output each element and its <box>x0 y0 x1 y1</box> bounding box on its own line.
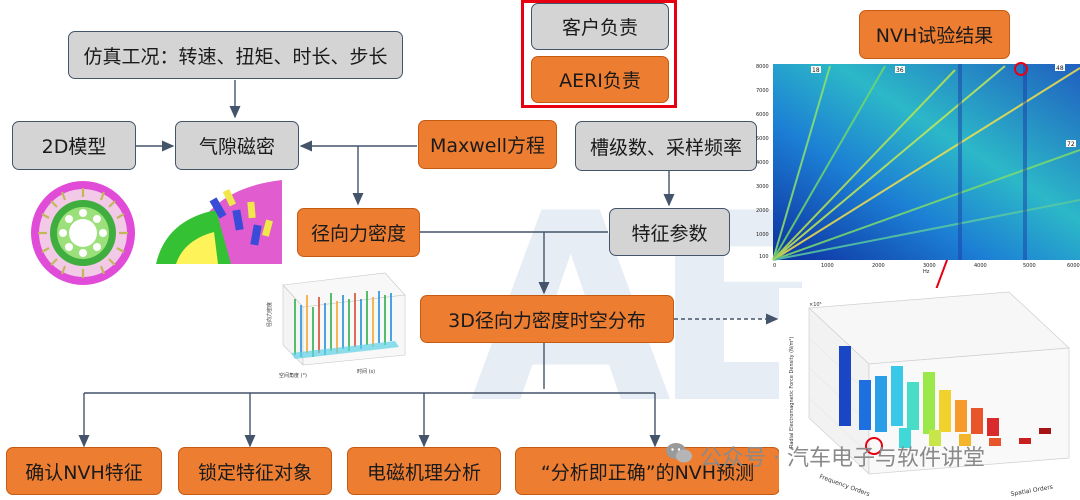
order-label-72: 72 <box>1067 141 1075 148</box>
box-em-analysis: 电磁机理分析 <box>347 447 501 495</box>
legend-customer: 客户负责 <box>531 3 669 50</box>
bar3d-exponent: ×10⁵ <box>809 302 822 308</box>
svg-text:8000: 8000 <box>756 64 769 70</box>
svg-text:100: 100 <box>759 254 769 260</box>
wechat-icon <box>666 443 692 463</box>
svg-text:1000: 1000 <box>821 263 834 269</box>
order-label-36: 36 <box>896 67 904 74</box>
svg-text:4000: 4000 <box>756 160 769 166</box>
svg-text:5000: 5000 <box>1023 263 1036 269</box>
spectrogram-x-unit: Hz <box>923 269 930 275</box>
motor-cross-section-image <box>31 181 135 285</box>
svg-text:3000: 3000 <box>923 263 936 269</box>
box-sim-conditions: 仿真工况：转速、扭矩、时长、步长 <box>68 31 403 79</box>
box-feature-params: 特征参数 <box>609 208 730 256</box>
legend-aeri: AERI负责 <box>531 56 669 103</box>
svg-text:1000: 1000 <box>756 232 769 238</box>
spectrogram-x-ticks: 0 1000 2000 3000 4000 5000 6000 <box>773 263 1080 269</box>
footer-account-name: 公众号 · 汽车电子与软件讲堂 <box>700 446 985 471</box>
surface-3d-plot-image: 径向力密度 空间角度 (°) 时间 (s) <box>266 272 406 379</box>
surface-z-label: 径向力密度 <box>266 302 273 327</box>
box-radial-force: 径向力密度 <box>297 208 420 257</box>
svg-text:6000: 6000 <box>1067 263 1080 269</box>
svg-text:4000: 4000 <box>974 263 987 269</box>
svg-text:3000: 3000 <box>756 184 769 190</box>
svg-text:2000: 2000 <box>872 263 885 269</box>
bar3d-y-label: Radial Electromagnetic Force Density (N/… <box>789 337 795 448</box>
spectrogram-y-ticks: 8000 7000 6000 5000 4000 3000 2000 1000 … <box>756 64 769 260</box>
svg-text:5000: 5000 <box>756 136 769 142</box>
box-slot-sampling: 槽级数、采样频率 <box>575 121 757 171</box>
box-air-gap: 气隙磁密 <box>175 121 299 170</box>
box-3d-distribution: 3D径向力密度时空分布 <box>420 295 674 343</box>
bar-3d-chart-image: Radial Electromagnetic Force Density (N/… <box>779 288 1080 499</box>
box-maxwell: Maxwell方程 <box>418 120 557 169</box>
order-label-48: 48 <box>1056 65 1064 72</box>
highlight-circle-bar <box>865 437 883 455</box>
box-nvh-prediction: “分析即正确”的NVH预测 <box>515 447 780 495</box>
order-label-18: 18 <box>812 67 820 74</box>
svg-text:0: 0 <box>773 263 776 269</box>
svg-text:2000: 2000 <box>756 208 769 214</box>
box-lock-target: 锁定特征对象 <box>178 447 332 495</box>
highlight-circle-spectrogram <box>1014 62 1028 76</box>
motor-slot-zoom-image <box>156 180 282 264</box>
legend-frame <box>521 0 677 108</box>
bar3d-bars <box>839 346 1051 448</box>
box-nvh-result-title: NVH试验结果 <box>859 10 1010 59</box>
box-confirm-nvh: 确认NVH特征 <box>6 447 162 495</box>
svg-text:7000: 7000 <box>756 88 769 94</box>
box-2d-model: 2D模型 <box>12 121 136 170</box>
nvh-spectrogram-image: 18 36 48 72 8000 7000 6000 5000 4000 300… <box>756 62 1080 275</box>
surface-y-label: 时间 (s) <box>357 368 375 375</box>
svg-text:6000: 6000 <box>756 112 769 118</box>
surface-x-label: 空间角度 (°) <box>279 372 307 379</box>
